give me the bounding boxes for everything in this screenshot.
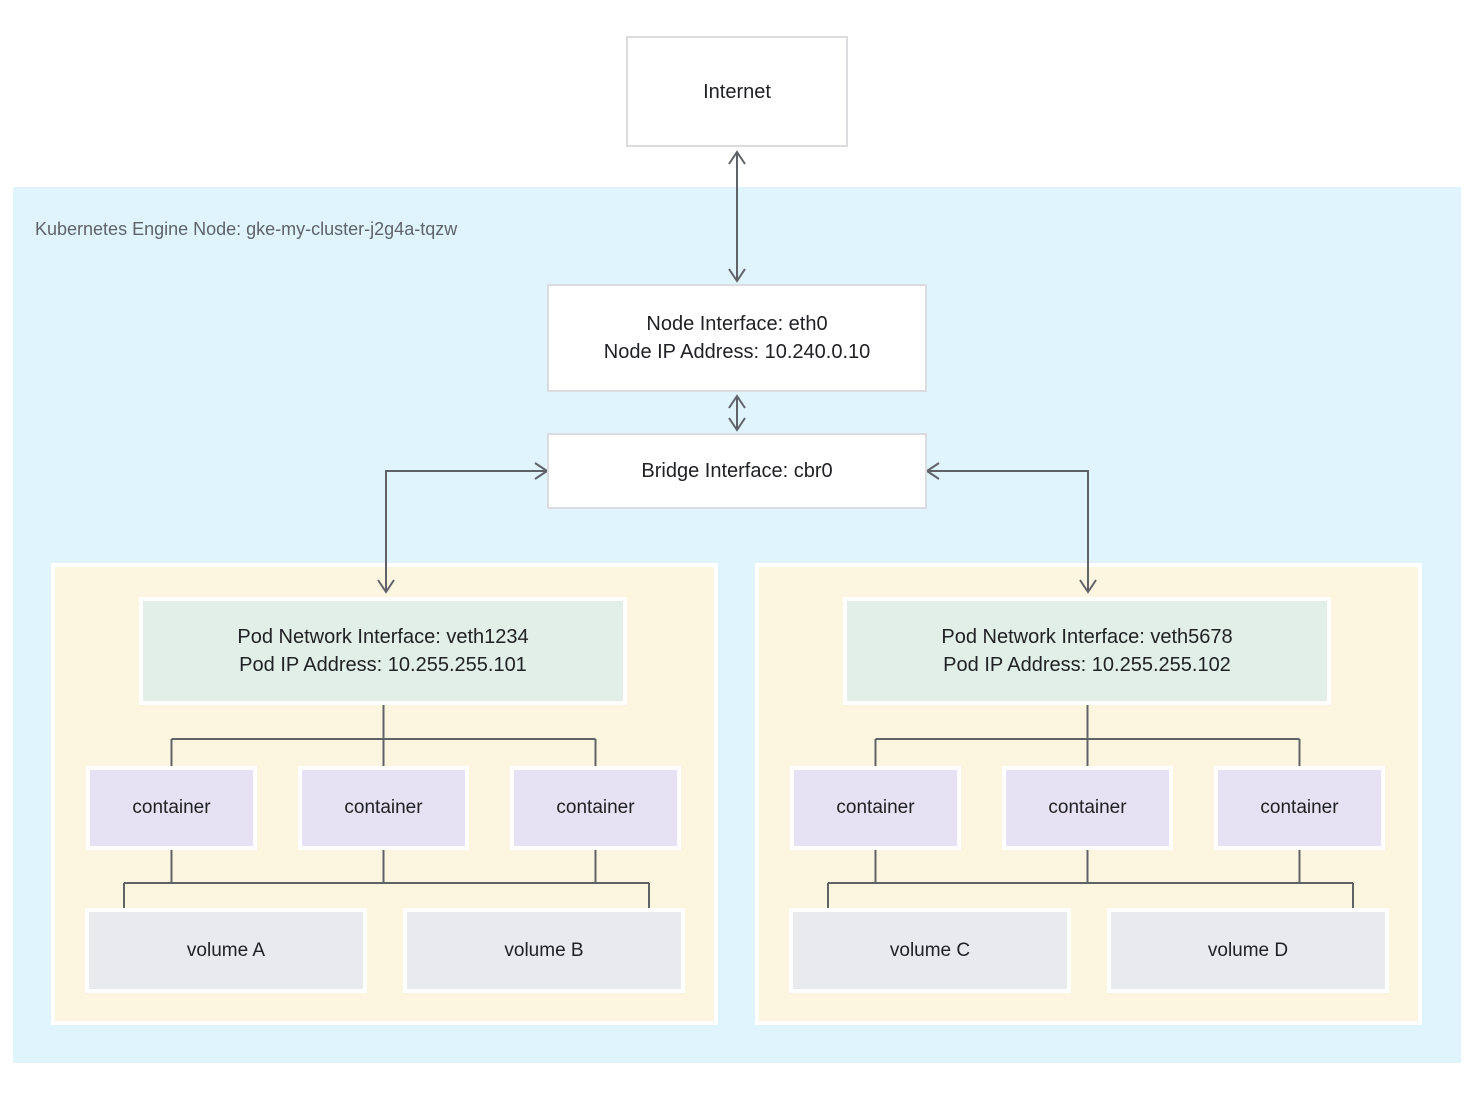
node-ip-line2: Node IP Address: 10.240.0.10: [603, 341, 871, 363]
pod2-volume-c-box: volume C: [789, 908, 1071, 993]
container-label: container: [344, 797, 423, 818]
pod1-container-3-box: container: [510, 766, 681, 850]
volume-label: volume A: [186, 939, 266, 961]
node-interface-line1: Node Interface: eth0: [646, 313, 828, 335]
bridge-interface-box: Bridge Interface: cbr0: [547, 433, 927, 509]
pod1-volume-b-box: volume B: [403, 908, 685, 993]
pod2-ip-line2: Pod IP Address: 10.255.255.102: [943, 654, 1231, 676]
pod2-network-interface-box: Pod Network Interface: veth5678 Pod IP A…: [843, 597, 1331, 705]
pod2-interface-line1: Pod Network Interface: veth5678: [941, 626, 1233, 648]
volume-label: volume D: [1207, 939, 1289, 961]
pod1-interface-line1: Pod Network Interface: veth1234: [237, 626, 529, 648]
pod2-container-2-box: container: [1002, 766, 1173, 850]
kubernetes-node-label: Kubernetes Engine Node: gke-my-cluster-j…: [35, 219, 458, 239]
container-label: container: [1260, 797, 1339, 818]
container-label: container: [556, 797, 635, 818]
container-label: container: [1048, 797, 1127, 818]
pod1-volume-a-box: volume A: [85, 908, 367, 993]
pod2-volume-d-box: volume D: [1107, 908, 1389, 993]
internet-label: Internet: [703, 80, 771, 103]
internet-box: Internet: [626, 36, 848, 147]
pod1-network-interface-box: Pod Network Interface: veth1234 Pod IP A…: [139, 597, 627, 705]
pod2-container-3-box: container: [1214, 766, 1385, 850]
bridge-interface-label: Bridge Interface: cbr0: [641, 460, 833, 482]
container-label: container: [132, 797, 211, 818]
pod1-ip-line2: Pod IP Address: 10.255.255.101: [239, 654, 527, 676]
container-label: container: [836, 797, 915, 818]
pod2-container-1-box: container: [790, 766, 961, 850]
pod1-container-1-box: container: [86, 766, 257, 850]
pod1-container-2-box: container: [298, 766, 469, 850]
volume-label: volume C: [889, 939, 971, 961]
node-interface-box: Node Interface: eth0 Node IP Address: 10…: [547, 284, 927, 392]
volume-label: volume B: [504, 939, 584, 961]
